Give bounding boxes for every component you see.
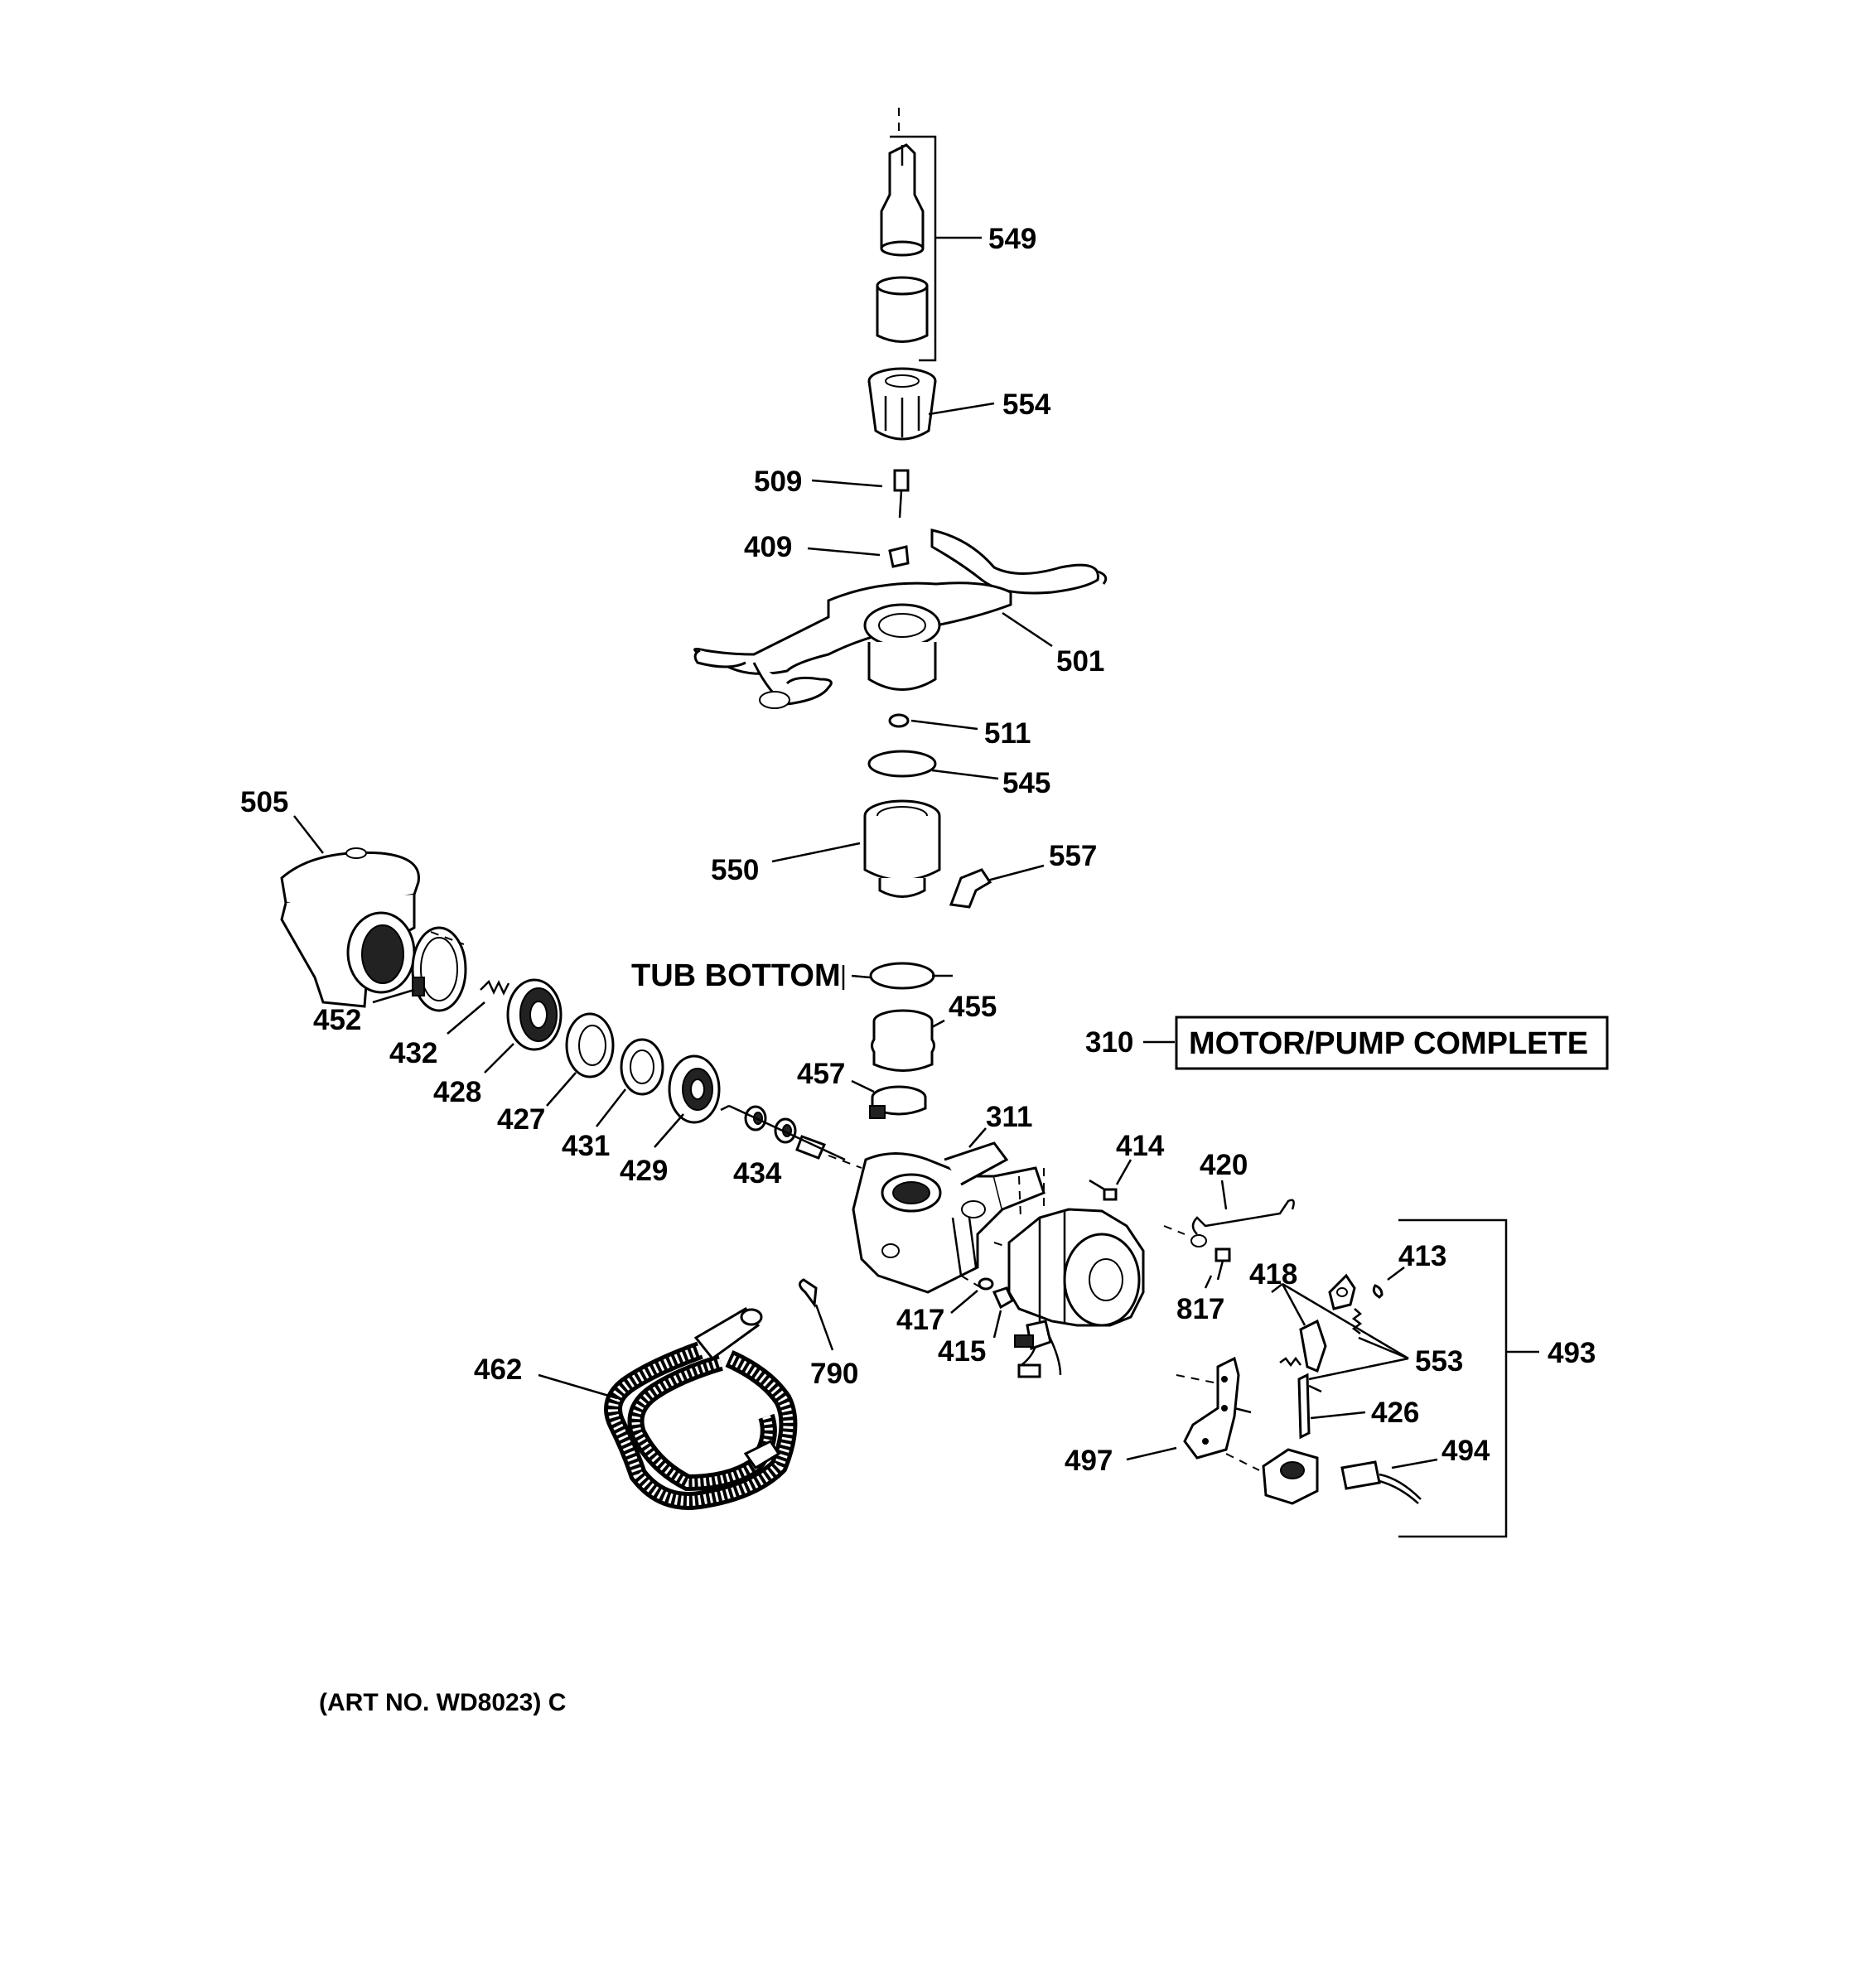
label-426: 426 <box>1371 1397 1419 1429</box>
part-429-impeller <box>668 1054 721 1124</box>
label-431: 431 <box>562 1130 610 1162</box>
part-426-pin <box>1297 1373 1322 1440</box>
part-311-pump-body <box>852 1141 1045 1294</box>
part-505-soil-collector <box>280 847 420 1008</box>
label-505: 505 <box>240 786 288 818</box>
part-431-retainer <box>620 1038 664 1096</box>
part-motor <box>1007 1208 1145 1378</box>
part-549-spray-tube <box>876 143 929 343</box>
part-452-clamp <box>411 926 467 1012</box>
motor-pump-complete-label: MOTOR/PUMP COMPLETE <box>1189 1026 1588 1061</box>
part-553-lever-kit <box>1279 1308 1363 1373</box>
label-413: 413 <box>1398 1240 1446 1272</box>
part-550-housing <box>863 799 941 898</box>
label-549: 549 <box>988 223 1036 255</box>
part-817-screw <box>1214 1247 1231 1281</box>
label-428: 428 <box>433 1076 481 1108</box>
label-509: 509 <box>754 466 802 498</box>
part-509-screw <box>893 469 910 519</box>
part-428-filter <box>506 978 563 1051</box>
part-427-ring <box>565 1012 615 1078</box>
part-462-hose <box>604 1307 798 1510</box>
label-455: 455 <box>949 991 997 1023</box>
part-497-bracket <box>1183 1356 1252 1460</box>
part-554-nozzle <box>867 367 937 441</box>
part-557-clip <box>949 868 992 909</box>
part-455-boot <box>871 1009 935 1072</box>
part-413-clip <box>1372 1284 1384 1299</box>
label-462: 462 <box>474 1353 522 1386</box>
label-418: 418 <box>1249 1258 1297 1291</box>
part-417-washer <box>978 1277 994 1291</box>
label-554: 554 <box>1002 388 1051 421</box>
label-409: 409 <box>744 531 792 563</box>
label-545: 545 <box>1002 767 1050 799</box>
label-493: 493 <box>1548 1337 1596 1369</box>
label-434: 434 <box>733 1157 782 1189</box>
part-420-rod <box>1191 1199 1295 1235</box>
part-418-latch <box>1328 1273 1356 1310</box>
part-solenoid <box>1262 1448 1319 1505</box>
part-501-spray-arm <box>693 528 1108 709</box>
label-310: 310 <box>1085 1026 1133 1059</box>
label-311: 311 <box>986 1101 1032 1133</box>
label-432: 432 <box>389 1037 437 1069</box>
part-545-ring <box>867 750 937 778</box>
part-415-nut <box>992 1286 1014 1310</box>
label-497: 497 <box>1065 1445 1113 1477</box>
label-553: 553 <box>1415 1345 1463 1378</box>
label-494: 494 <box>1441 1435 1490 1467</box>
part-494-connector <box>1340 1460 1422 1504</box>
label-420: 420 <box>1200 1149 1248 1181</box>
label-452: 452 <box>313 1004 361 1036</box>
part-409-nut <box>888 545 910 568</box>
label-550: 550 <box>711 854 759 886</box>
label-429: 429 <box>620 1155 668 1187</box>
part-432-spring <box>480 979 510 996</box>
label-511: 511 <box>984 717 1031 750</box>
label-790: 790 <box>810 1358 858 1390</box>
label-817: 817 <box>1176 1293 1224 1325</box>
label-557: 557 <box>1049 840 1097 872</box>
label-417: 417 <box>896 1304 944 1336</box>
part-455-gasket <box>869 962 935 990</box>
motor-pump-complete-box <box>1175 1016 1609 1070</box>
art-number: (ART NO. WD8023) C <box>319 1689 566 1716</box>
label-427: 427 <box>497 1103 545 1136</box>
part-511-clip <box>888 713 910 728</box>
tub-bottom-label: TUB BOTTOM <box>631 958 841 993</box>
label-414: 414 <box>1116 1130 1165 1162</box>
label-415: 415 <box>938 1335 986 1368</box>
label-501: 501 <box>1056 645 1104 678</box>
part-790-clip <box>799 1278 818 1309</box>
part-457-clamp <box>869 1085 927 1119</box>
label-457: 457 <box>797 1058 845 1090</box>
